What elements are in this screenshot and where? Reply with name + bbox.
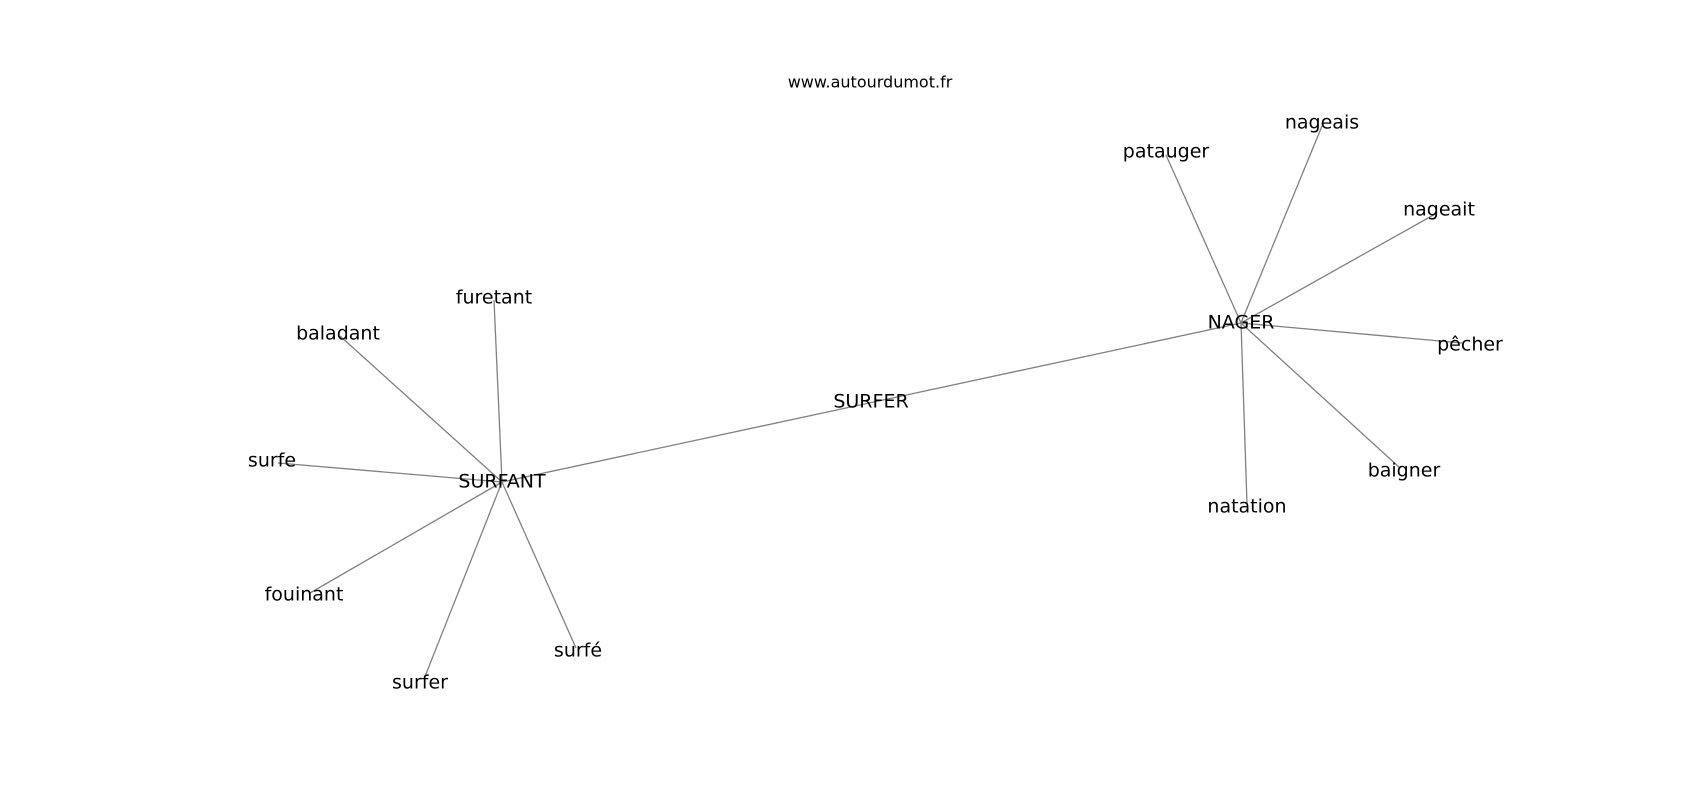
edge-nager-natation xyxy=(1240,322,1248,505)
source-url: www.autourdumot.fr xyxy=(788,73,953,92)
node-label-surfer: surfer xyxy=(392,672,448,694)
node-label-pêcher: pêcher xyxy=(1437,334,1503,356)
edge-surfant-surfer xyxy=(423,481,503,680)
edge-nager-baigner xyxy=(1240,322,1401,469)
node-label-surfant: SURFANT xyxy=(458,471,546,493)
node-label-baladant: baladant xyxy=(296,323,380,345)
edge-surfant-surfé xyxy=(501,481,577,649)
edge-nager-nageait xyxy=(1240,212,1438,324)
node-label-surfe: surfe xyxy=(248,450,296,472)
edge-surfant-furetant xyxy=(493,299,503,483)
graph-nodes: SURFER SURFANT NAGER furetant baladant surfe f… xyxy=(248,112,1503,694)
node-label-patauger: patauger xyxy=(1123,141,1210,163)
node-label-fouinant: fouinant xyxy=(265,584,344,606)
graph-edges xyxy=(277,125,1463,680)
node-label-surfer: SURFER xyxy=(833,391,908,413)
node-label-nageais: nageais xyxy=(1285,112,1359,134)
node-label-nageait: nageait xyxy=(1403,199,1475,221)
node-label-natation: natation xyxy=(1207,496,1286,518)
edge-nager-nageais xyxy=(1240,125,1323,324)
edge-nager-patauger xyxy=(1165,154,1242,324)
edge-surfant-nager xyxy=(501,322,1242,483)
edge-surfant-fouinant xyxy=(309,481,503,594)
edge-nager-pêcher xyxy=(1240,322,1463,344)
edge-surfant-surfe xyxy=(277,462,503,483)
node-label-nager: NAGER xyxy=(1208,312,1275,334)
node-label-baigner: baigner xyxy=(1368,460,1441,482)
node-label-surfé: surfé xyxy=(554,640,602,662)
edge-surfant-baladant xyxy=(339,335,503,483)
node-label-furetant: furetant xyxy=(456,287,532,309)
